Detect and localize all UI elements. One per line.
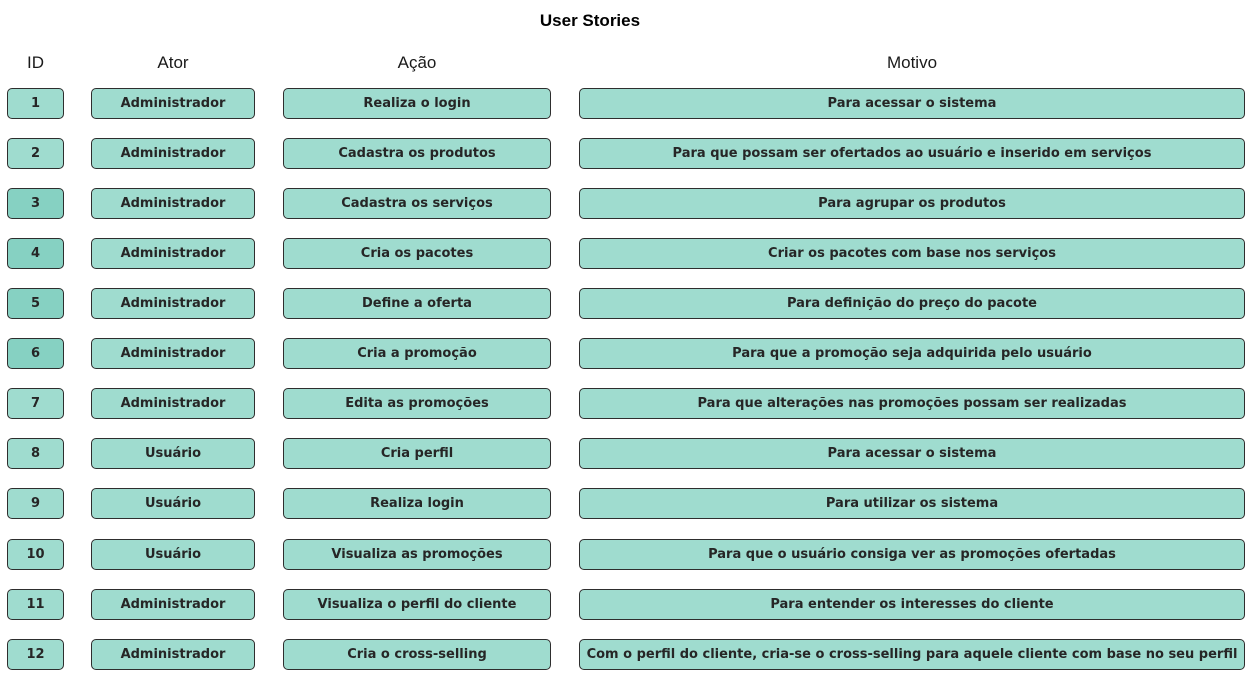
story-reason-cell: Para que o usuário consiga ver as promoç… <box>579 539 1245 570</box>
header-acao: Ação <box>397 53 437 72</box>
story-row: 3 Administrador Cadastra os serviços Par… <box>0 188 1256 221</box>
header-ator: Ator <box>157 53 189 72</box>
story-row: 5 Administrador Define a oferta Para def… <box>0 288 1256 321</box>
header-id: ID <box>27 53 44 72</box>
story-actor-cell: Usuário <box>91 539 255 570</box>
story-row: 12 Administrador Cria o cross-selling Co… <box>0 639 1256 672</box>
story-actor-cell: Administrador <box>91 188 255 219</box>
story-action-cell: Cria o cross-selling <box>283 639 551 670</box>
story-reason-cell: Para utilizar os sistema <box>579 488 1245 519</box>
story-action-cell: Visualiza as promoções <box>283 539 551 570</box>
story-actor-cell: Administrador <box>91 138 255 169</box>
story-actor-cell: Administrador <box>91 88 255 119</box>
story-id-cell: 1 <box>7 88 64 119</box>
story-reason-cell: Para que possam ser ofertados ao usuário… <box>579 138 1245 169</box>
story-row: 1 Administrador Realiza o login Para ace… <box>0 88 1256 121</box>
story-reason-cell: Para entender os interesses do cliente <box>579 589 1245 620</box>
story-row: 7 Administrador Edita as promoções Para … <box>0 388 1256 421</box>
story-action-cell: Cadastra os produtos <box>283 138 551 169</box>
story-reason-cell: Criar os pacotes com base nos serviços <box>579 238 1245 269</box>
story-row: 6 Administrador Cria a promoção Para que… <box>0 338 1256 371</box>
story-id-cell: 2 <box>7 138 64 169</box>
story-id-cell: 12 <box>7 639 64 670</box>
story-row: 8 Usuário Cria perfil Para acessar o sis… <box>0 438 1256 471</box>
story-actor-cell: Administrador <box>91 639 255 670</box>
story-action-cell: Cria a promoção <box>283 338 551 369</box>
story-actor-cell: Administrador <box>91 338 255 369</box>
story-row: 2 Administrador Cadastra os produtos Par… <box>0 138 1256 171</box>
story-actor-cell: Administrador <box>91 589 255 620</box>
story-actor-cell: Usuário <box>91 438 255 469</box>
story-actor-cell: Administrador <box>91 238 255 269</box>
story-action-cell: Edita as promoções <box>283 388 551 419</box>
story-id-cell: 5 <box>7 288 64 319</box>
story-actor-cell: Usuário <box>91 488 255 519</box>
story-action-cell: Cria os pacotes <box>283 238 551 269</box>
story-row: 11 Administrador Visualiza o perfil do c… <box>0 589 1256 622</box>
story-row: 9 Usuário Realiza login Para utilizar os… <box>0 488 1256 521</box>
story-reason-cell: Para definição do preço do pacote <box>579 288 1245 319</box>
story-action-cell: Cria perfil <box>283 438 551 469</box>
story-id-cell: 7 <box>7 388 64 419</box>
story-reason-cell: Para que a promoção seja adquirida pelo … <box>579 338 1245 369</box>
story-reason-cell: Para que alterações nas promoções possam… <box>579 388 1245 419</box>
story-actor-cell: Administrador <box>91 388 255 419</box>
story-action-cell: Define a oferta <box>283 288 551 319</box>
story-action-cell: Realiza login <box>283 488 551 519</box>
story-id-cell: 9 <box>7 488 64 519</box>
story-row: 10 Usuário Visualiza as promoções Para q… <box>0 539 1256 572</box>
story-reason-cell: Com o perfil do cliente, cria-se o cross… <box>579 639 1245 670</box>
story-actor-cell: Administrador <box>91 288 255 319</box>
diagram-title: User Stories <box>539 11 641 30</box>
header-motivo: Motivo <box>886 53 938 72</box>
story-reason-cell: Para acessar o sistema <box>579 438 1245 469</box>
story-id-cell: 10 <box>7 539 64 570</box>
story-id-cell: 8 <box>7 438 64 469</box>
story-id-cell: 6 <box>7 338 64 369</box>
story-id-cell: 11 <box>7 589 64 620</box>
story-action-cell: Visualiza o perfil do cliente <box>283 589 551 620</box>
story-id-cell: 4 <box>7 238 64 269</box>
story-action-cell: Realiza o login <box>283 88 551 119</box>
story-reason-cell: Para acessar o sistema <box>579 88 1245 119</box>
story-reason-cell: Para agrupar os produtos <box>579 188 1245 219</box>
story-row: 4 Administrador Cria os pacotes Criar os… <box>0 238 1256 271</box>
story-id-cell: 3 <box>7 188 64 219</box>
story-action-cell: Cadastra os serviços <box>283 188 551 219</box>
